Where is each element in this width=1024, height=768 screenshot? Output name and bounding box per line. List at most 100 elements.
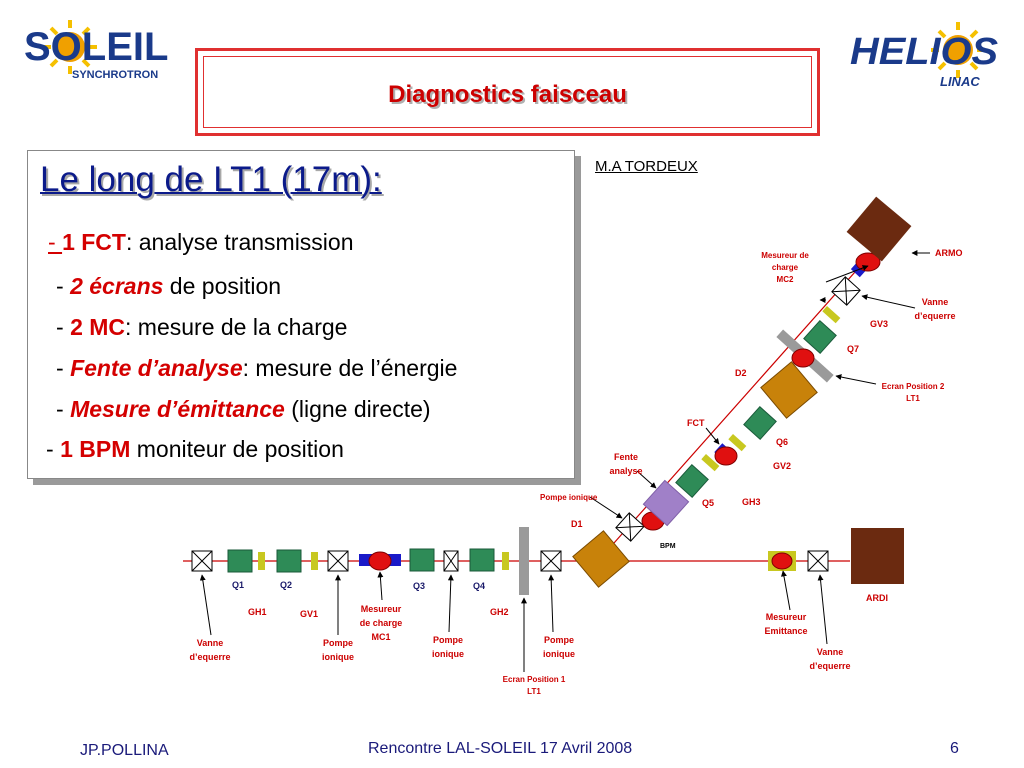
label-pompe-2b: ionique [432, 649, 464, 659]
bullet-ecrans: - 2 écrans de position [56, 273, 281, 300]
footer-event: Rencontre LAL-SOLEIL 17 Avril 2008 [368, 740, 633, 757]
label-d1: D1 [571, 519, 583, 529]
slit-fente-analyse [642, 479, 690, 527]
label-vanne-ardi-b: d’equerre [809, 661, 850, 671]
label-mc2-c: MC2 [777, 275, 794, 284]
emittance-monitor [771, 552, 793, 570]
corrector-gv3 [822, 306, 841, 324]
pump-ionique-diag [615, 512, 645, 542]
label-mc2-b: charge [772, 263, 799, 272]
corrector-gh1 [258, 552, 265, 570]
label-armo: ARMO [935, 248, 963, 258]
arrow-pompe-2 [447, 574, 454, 633]
helios-logo-text: HELIOS [850, 31, 998, 73]
arrow-mc2-pointer [825, 265, 869, 283]
label-gv2: GV2 [773, 461, 791, 471]
bullet-prefix: - [56, 314, 71, 340]
label-pompe-3b: ionique [543, 649, 575, 659]
label-vanne-gv3b: d’equerre [914, 311, 955, 321]
arrow-mc1 [377, 571, 384, 601]
valve-vanne-gv3 [831, 276, 861, 306]
label-gh2: GH2 [490, 607, 509, 617]
pump-2 [443, 550, 459, 572]
bullet-emph: 2 MC [70, 314, 126, 340]
valve-vanne-1 [191, 550, 213, 572]
footer-page-number: 6 [950, 740, 959, 757]
bullet-fct: - 1 FCT: analyse transmission [48, 229, 354, 256]
label-bpm: BPM [660, 543, 676, 550]
label-q2: Q2 [280, 580, 292, 590]
label-pompe-2a: Pompe [433, 635, 463, 645]
label-pompe-ionique: Pompe ionique [540, 493, 598, 502]
valve-vanne-ardi [807, 550, 829, 572]
label-gh1: GH1 [248, 607, 267, 617]
helios-logo: HELIOS LINAC [848, 14, 1008, 94]
fct-monitor [714, 446, 738, 466]
bullet-emph: 1 BPM [60, 436, 131, 462]
author-credit: M.A TORDEUX [595, 158, 698, 175]
bullet-prefix: - [56, 273, 71, 299]
charge-monitor-mc1 [368, 551, 392, 571]
arrow-pompe-3 [548, 574, 555, 633]
arrow-pompe-ionique [589, 496, 623, 519]
label-fente-b: analyse [609, 466, 642, 476]
label-ecran-2a: Ecran Position 2 [882, 382, 945, 391]
label-mc2-a: Mesureur de [761, 251, 809, 260]
text-box [27, 150, 575, 479]
arrow-fct [705, 427, 720, 445]
label-pompe-1b: ionique [322, 652, 354, 662]
label-d2: D2 [735, 368, 747, 378]
arrow-fente [636, 470, 657, 489]
dipole-d1 [572, 530, 630, 588]
corrector-gh3 [701, 454, 720, 472]
label-q1: Q1 [232, 580, 244, 590]
label-q6: Q6 [776, 437, 788, 447]
quad-q4 [469, 548, 495, 572]
label-emit-b: Emittance [764, 626, 807, 636]
quad-q1 [227, 549, 253, 573]
label-q7: Q7 [847, 344, 859, 354]
arrow-ecran-2 [835, 374, 877, 385]
label-pompe-1a: Pompe [323, 638, 353, 648]
absorber-ardi [851, 528, 904, 584]
section-heading: Le long de LT1 (17m): [40, 160, 382, 199]
bullet-emph: Fente d’analyse [70, 355, 243, 381]
bullet-emph: 1 FCT [62, 229, 126, 255]
label-emit-a: Mesureur [766, 612, 807, 622]
bullet-mc: - 2 MC: mesure de la charge [56, 314, 347, 341]
title-frame: Diagnostics faisceau [195, 48, 820, 136]
bullet-prefix: - [56, 355, 71, 381]
bullet-text: moniteur de position [130, 436, 344, 462]
bullet-bpm: - 1 BPM moniteur de position [46, 436, 344, 463]
label-ecran-1b: LT1 [527, 687, 541, 696]
label-ecran-1a: Ecran Position 1 [503, 675, 566, 684]
quad-q3 [409, 548, 435, 572]
slide-title: Diagnostics faisceau [388, 81, 627, 108]
bullet-emph: 2 écrans [70, 273, 164, 299]
sun-icon [43, 20, 97, 74]
screen-ecran-1 [519, 527, 529, 595]
title-frame-inner [203, 56, 812, 128]
soleil-logo-text: SOLEIL [24, 25, 168, 69]
label-vanne-gv3a: Vanne [922, 297, 949, 307]
corrector-gv1 [311, 552, 318, 570]
label-q4: Q4 [473, 581, 485, 591]
soleil-logo-subtext: SYNCHROTRON [72, 69, 158, 81]
quad-q5 [675, 464, 709, 498]
corrector-gv2 [728, 434, 747, 452]
pump-3 [540, 550, 562, 572]
footer-author: JP.POLLINA [80, 742, 169, 759]
bullet-prefix: - [46, 436, 61, 462]
quad-q2 [276, 549, 302, 573]
bullet-text: : mesure de l’énergie [242, 355, 458, 381]
bullet-fente: - Fente d’analyse: mesure de l’énergie [56, 355, 457, 382]
label-mc1-b: de charge [360, 618, 403, 628]
label-vanne-ardi-a: Vanne [817, 647, 844, 657]
label-gh3: GH3 [742, 497, 761, 507]
label-vanne-1a: Vanne [197, 638, 224, 648]
soleil-logo: SOLEIL SYNCHROTRON [22, 14, 182, 94]
bullet-text: : mesure de la charge [125, 314, 348, 340]
bullet-emittance: - Mesure d’émittance (ligne directe) [56, 396, 431, 423]
label-gv1: GV1 [300, 609, 318, 619]
